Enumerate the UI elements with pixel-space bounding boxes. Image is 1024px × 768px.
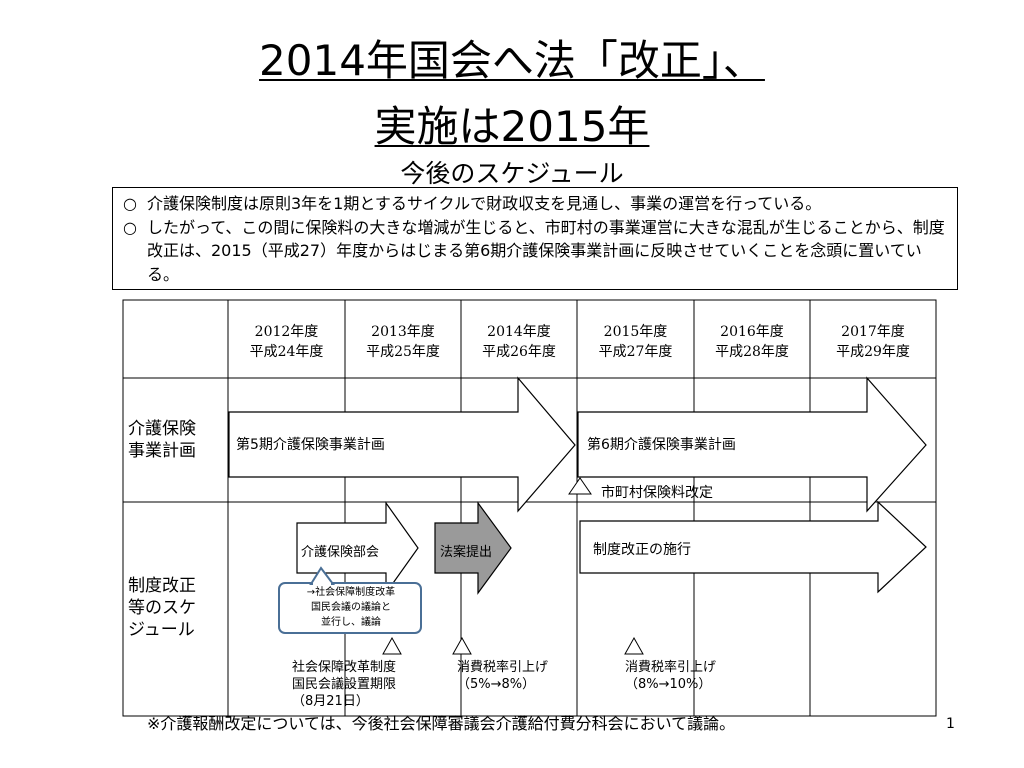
plan5-label: 第5期介護保険事業計画 [236, 437, 385, 453]
triangle-marker-icon [624, 636, 644, 655]
circle-bullet-icon: ○ [123, 217, 137, 237]
bill-arrow [434, 501, 512, 595]
enforce-label: 制度改正の施行 [593, 542, 691, 558]
note-text: したがって、この間に保険料の大きな増減が生じると、市町村の事業運営に大きな混乱が… [147, 217, 945, 284]
bukai-arrow [296, 501, 419, 595]
tax-increase-2-label: 消費税率引上げ（8%→10%） [625, 660, 717, 692]
callout-text: →社会保障制度改革国民会議の議論と並行し、議論 [306, 587, 396, 628]
note-item: ○ したがって、この間に保険料の大きな増減が生じると、市町村の事業運営に大きな混… [119, 216, 951, 287]
footer-note: ※介護報酬改定については、今後社会保障審議会介護給付費分科会において議論。 [147, 714, 736, 733]
page-number: 1 [946, 716, 955, 732]
plan6-arrow [577, 376, 927, 513]
row-label-reform: 制度改正等のスケジュール [128, 576, 196, 640]
note-text: 介護保険制度は原則3年を1期とするサイクルで財政収支を見通し、事業の運営を行って… [147, 194, 822, 213]
slide-title-line2: 実施は2015年 [374, 102, 650, 151]
year-header: 2014年度平成26年度 [482, 324, 556, 360]
year-header: 2016年度平成28年度 [715, 324, 789, 360]
plan6-label: 第6期介護保険事業計画 [587, 437, 736, 453]
notes-box: ○ 介護保険制度は原則3年を1期とするサイクルで財政収支を見通し、事業の運営を行… [112, 187, 958, 290]
council-deadline-label: 社会保障改革制度国民会議設置期限（8月21日） [292, 660, 397, 709]
premium-revision-label: 市町村保険料改定 [601, 485, 713, 501]
triangle-marker-icon [568, 477, 592, 495]
note-item: ○ 介護保険制度は原則3年を1期とするサイクルで財政収支を見通し、事業の運営を行… [119, 192, 951, 216]
plan5-arrow [228, 376, 576, 513]
triangle-marker-icon [382, 636, 402, 655]
tax-increase-1-label: 消費税率引上げ（5%→8%） [457, 660, 549, 692]
year-header: 2017年度平成29年度 [836, 324, 910, 360]
row-label-plan: 介護保険事業計画 [128, 419, 196, 461]
year-header: 2013年度平成25年度 [366, 324, 440, 360]
triangle-marker-icon [452, 636, 472, 655]
table-border [122, 299, 937, 717]
enforce-arrow [579, 500, 927, 594]
year-header: 2015年度平成27年度 [598, 324, 673, 360]
bukai-label: 介護保険部会 [301, 545, 380, 560]
slide-title-line1: 2014年国会へ法「改正」、 [259, 36, 765, 85]
callout-box [278, 582, 422, 634]
year-header: 2012年度平成24年度 [249, 324, 324, 360]
bill-label: 法案提出 [440, 545, 493, 560]
circle-bullet-icon: ○ [123, 194, 137, 213]
schedule-subtitle: 今後のスケジュール [400, 159, 624, 188]
